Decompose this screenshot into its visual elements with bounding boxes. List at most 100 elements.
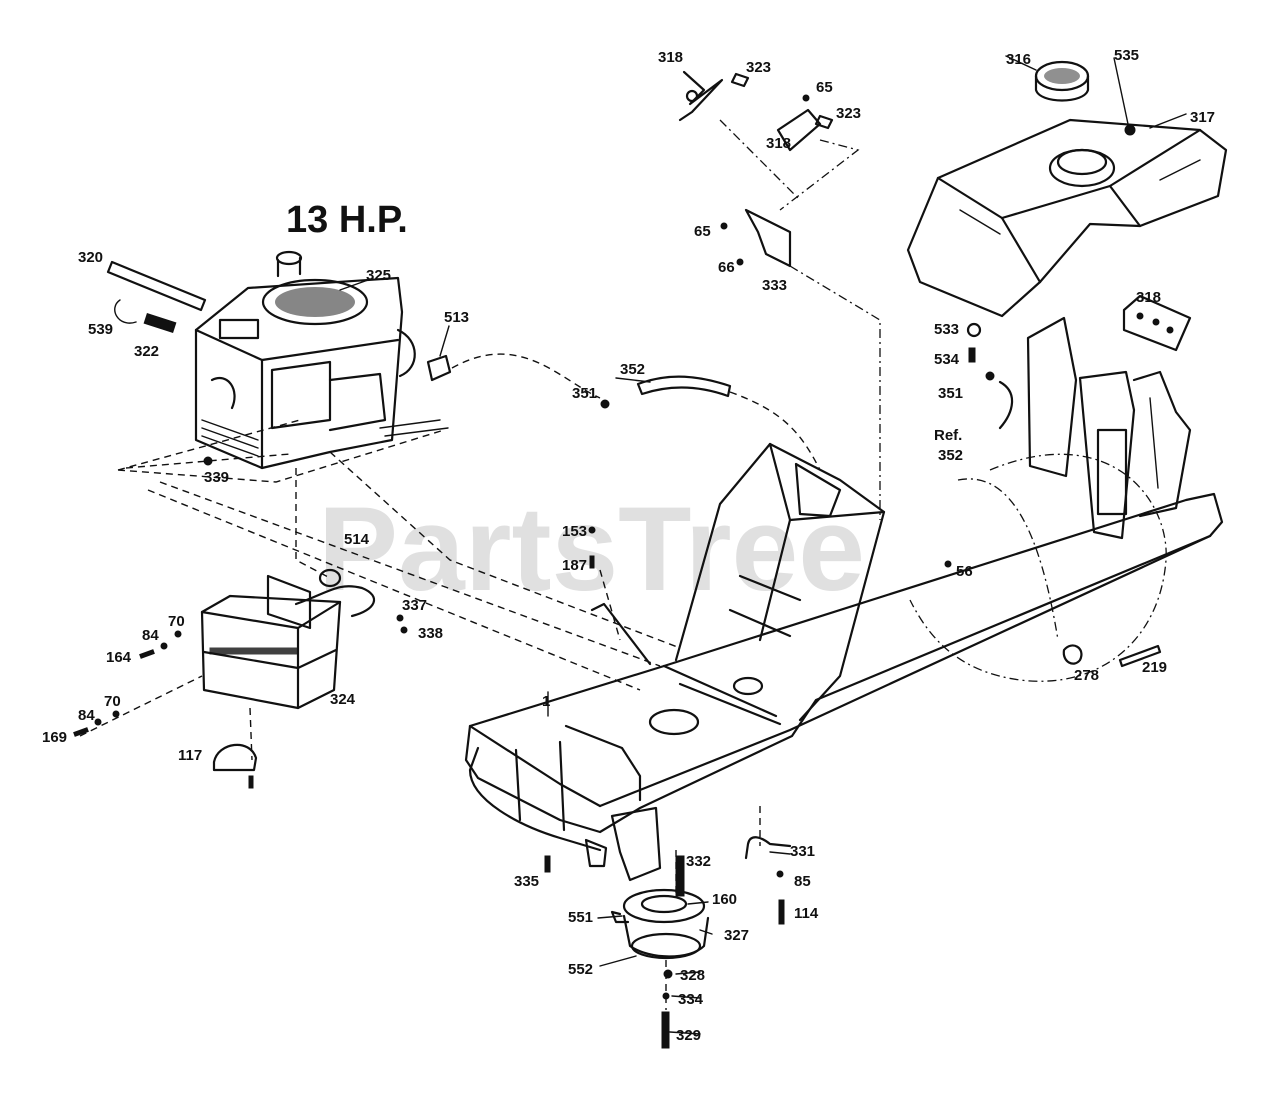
label-219: 219 — [1142, 659, 1167, 676]
label-332: 332 — [686, 853, 711, 870]
label-323-b: 323 — [836, 105, 861, 122]
label-351-b: 351 — [938, 385, 963, 402]
part-117-heat-shield — [212, 743, 258, 772]
part-85-nut — [776, 870, 784, 878]
label-85: 85 — [794, 873, 811, 890]
part-278-bushing — [1062, 644, 1083, 665]
part-351-clamp-b — [985, 371, 995, 381]
part-352-fuel-hose-ref — [998, 380, 1014, 430]
label-552: 552 — [568, 961, 593, 978]
label-339: 339 — [204, 469, 229, 486]
label-70-b: 70 — [104, 693, 121, 710]
part-320-tube — [106, 260, 207, 312]
part-337-nut — [396, 614, 404, 622]
muffler-assembly — [200, 568, 376, 710]
label-84-b: 84 — [78, 707, 95, 724]
label-65-a: 65 — [816, 79, 833, 96]
part-66-nut — [736, 258, 744, 266]
label-351-a: 351 — [572, 385, 597, 402]
label-352: 352 — [620, 361, 645, 378]
part-338-bolt — [400, 626, 408, 634]
label-56: 56 — [956, 563, 973, 580]
label-114: 114 — [794, 905, 819, 922]
part-219-pin — [1118, 644, 1162, 668]
label-337: 337 — [402, 597, 427, 614]
label-187: 187 — [562, 557, 587, 574]
frame-assembly — [464, 316, 1224, 882]
label-278: 278 — [1074, 667, 1099, 684]
part-533-grommet — [966, 322, 982, 338]
clutch-assembly — [610, 855, 710, 960]
label-318-b: 318 — [766, 135, 791, 152]
part-84-washer-a — [160, 642, 168, 650]
label-334: 334 — [678, 991, 704, 1008]
label-335: 335 — [514, 873, 539, 890]
part-114-bolt — [778, 899, 785, 925]
part-56-bolt — [944, 560, 952, 568]
part-328-washer — [663, 969, 673, 979]
label-153: 153 — [562, 523, 587, 540]
part-319-throttle-lever — [678, 70, 724, 122]
part-513-connector — [426, 354, 452, 382]
label-1: 1 — [542, 693, 550, 710]
label-84-a: 84 — [142, 627, 159, 644]
part-187-bolt — [589, 555, 595, 569]
label-316: 316 — [1006, 51, 1031, 68]
label-318-a: 318 — [658, 49, 683, 66]
label-70-a: 70 — [168, 613, 185, 630]
label-317: 317 — [1190, 109, 1215, 126]
label-65-b: 65 — [694, 223, 711, 240]
label-331: 331 — [790, 843, 815, 860]
label-534: 534 — [934, 351, 960, 368]
label-539: 539 — [88, 321, 113, 338]
label-323-a: 323 — [746, 59, 771, 76]
label-117: 117 — [178, 747, 202, 764]
part-323-clip-b — [814, 114, 834, 130]
label-318-c: 318 — [1136, 289, 1161, 306]
watermark: PartsTree — [318, 482, 865, 616]
diagram-title: 13 H.P. — [286, 199, 408, 241]
part-70-nut-a — [174, 630, 182, 638]
label-320: 320 — [78, 249, 103, 266]
part-352-fuel-hose — [636, 375, 732, 398]
part-318-foam-block — [1122, 294, 1192, 352]
part-335-bolt — [544, 855, 551, 873]
label-551: 551 — [568, 909, 593, 926]
label-328: 328 — [680, 967, 705, 984]
label-329: 329 — [676, 1027, 701, 1044]
part-65-screw-a — [802, 94, 810, 102]
label-327: 327 — [724, 927, 749, 944]
fuel-tank-assembly — [906, 118, 1228, 318]
part-323-clip-a — [730, 72, 750, 88]
part-labels: 1 56 65 65 66 70 70 84 84 85 114 117 153… — [42, 47, 1215, 1044]
fuel-line-route — [451, 353, 601, 399]
label-338: 338 — [418, 625, 443, 642]
label-325: 325 — [366, 267, 391, 284]
label-513: 513 — [444, 309, 469, 326]
part-117-bolt — [248, 775, 254, 789]
label-169: 169 — [42, 729, 67, 746]
part-169-bolt — [73, 727, 89, 737]
label-352-ref-b: 352 — [938, 447, 963, 464]
part-539-wire — [114, 299, 137, 324]
label-66: 66 — [718, 259, 735, 276]
label-164: 164 — [106, 649, 132, 666]
part-535-vent — [1124, 124, 1136, 136]
part-329-bolt — [661, 1011, 670, 1049]
engine-assembly — [194, 250, 449, 470]
part-534-fitting — [968, 347, 976, 363]
part-318-bracket-top — [776, 108, 822, 152]
part-351-clamp-a — [600, 399, 610, 409]
part-70-nut-b — [112, 710, 120, 718]
label-322: 322 — [134, 343, 159, 360]
label-324: 324 — [330, 691, 356, 708]
label-160: 160 — [712, 891, 737, 908]
part-65-screw-b — [720, 222, 728, 230]
part-331-rod — [744, 836, 792, 860]
label-333: 333 — [762, 277, 787, 294]
part-322-spark-plug — [143, 312, 177, 334]
part-153-nut — [588, 526, 596, 534]
label-352-ref-a: Ref. — [934, 427, 962, 444]
part-164-bolt — [139, 649, 155, 659]
